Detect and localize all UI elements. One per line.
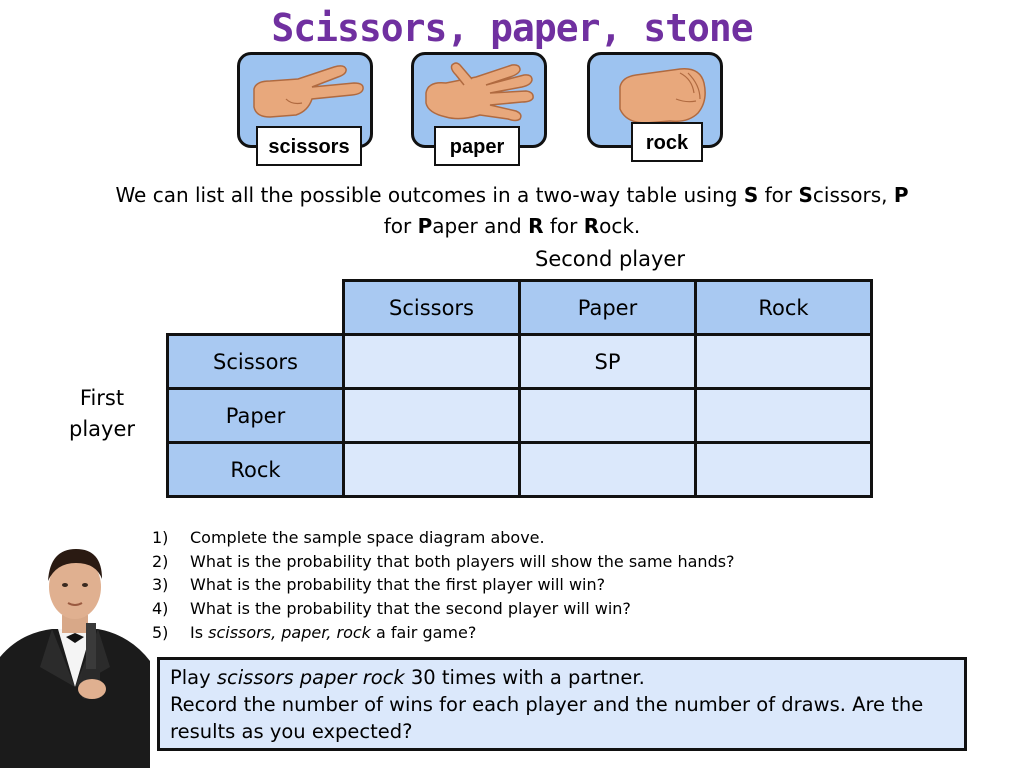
column-header: Paper (518, 279, 697, 336)
outcome-table: Scissors Paper Rock Scissors SP Paper Ro… (166, 279, 873, 498)
activity-box: Play scissors paper rock 30 times with a… (157, 657, 967, 751)
column-header: Rock (694, 279, 873, 336)
table-cell[interactable] (694, 387, 873, 444)
page-title: Scissors, paper, stone (271, 6, 753, 50)
question-list: 1)Complete the sample space diagram abov… (152, 526, 735, 645)
tuxedo-man-icon (0, 549, 150, 768)
table-corner (168, 281, 344, 335)
table-cell[interactable] (694, 441, 873, 498)
paper-label: paper (434, 126, 520, 166)
table-row: Paper (166, 387, 873, 444)
table-cell[interactable] (342, 333, 521, 390)
rock-label: rock (631, 122, 703, 162)
table-cell[interactable] (342, 441, 521, 498)
table-cell[interactable] (342, 387, 521, 444)
scissors-hand-icon (253, 65, 364, 118)
table-header-row: Scissors Paper Rock (168, 279, 873, 336)
tuxedo-man-illustration (0, 537, 150, 768)
list-item: 3)What is the probability that the first… (152, 575, 606, 595)
list-item: 4)What is the probability that the secon… (152, 599, 631, 619)
paper-hand-icon (425, 62, 534, 122)
table-cell[interactable]: SP (518, 333, 697, 390)
list-item: 5)Is scissors, paper, rock a fair game? (152, 622, 477, 642)
table-cell[interactable] (518, 441, 697, 498)
rock-fist-icon (619, 68, 706, 124)
row-header: Paper (166, 387, 345, 444)
table-cell[interactable] (518, 387, 697, 444)
second-player-label: Second player (535, 247, 685, 271)
row-header: Rock (166, 441, 345, 498)
list-item: 1)Complete the sample space diagram abov… (152, 528, 545, 547)
intro-text: We can list all the possible outcomes in… (115, 183, 909, 238)
scissors-label: scissors (256, 126, 362, 166)
row-header: Scissors (166, 333, 345, 390)
first-player-label: First player (68, 386, 135, 441)
list-item: 2)What is the probability that both play… (152, 551, 735, 571)
column-header: Scissors (342, 279, 521, 336)
table-row: Scissors SP (166, 333, 873, 390)
table-row: Rock (166, 441, 873, 498)
table-cell[interactable] (694, 333, 873, 390)
